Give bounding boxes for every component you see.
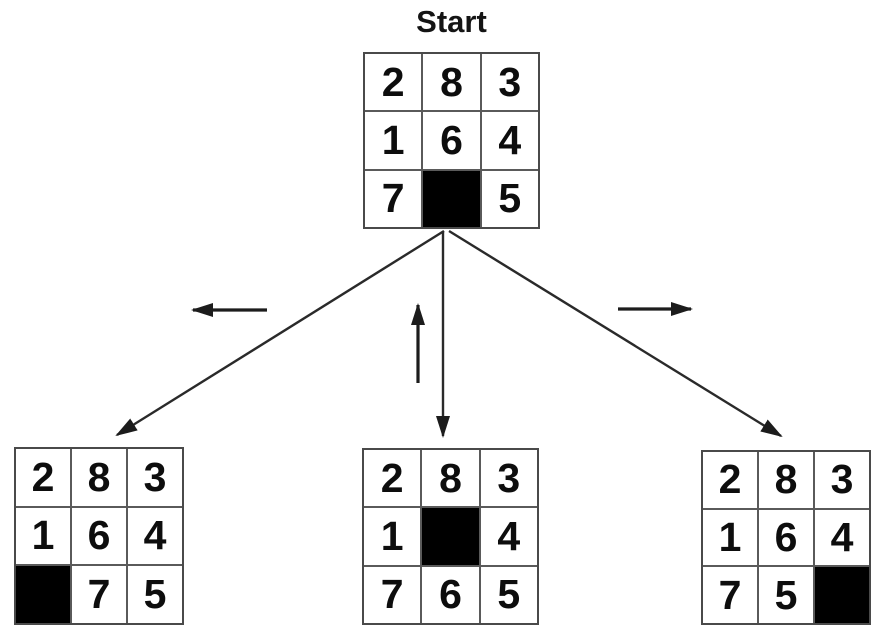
tile-2: 2 [365, 54, 422, 111]
tile-7: 7 [72, 566, 126, 623]
start-label: Start [416, 4, 487, 39]
tile-3: 3 [480, 450, 537, 507]
blank-tile [422, 508, 479, 565]
tile-3: 3 [815, 452, 869, 508]
blank-tile [16, 566, 70, 623]
tile-5: 5 [759, 567, 813, 623]
tile-7: 7 [364, 566, 421, 623]
tile-6: 6 [72, 507, 126, 565]
tile-3: 3 [128, 449, 182, 506]
tile-1: 1 [364, 508, 421, 565]
tile-6: 6 [423, 112, 480, 169]
tile-5: 5 [480, 566, 537, 623]
blank-tile [815, 567, 869, 623]
tile-7: 7 [703, 567, 757, 623]
tile-1: 1 [16, 507, 70, 565]
branch-arrow-to-left-child [115, 229, 445, 437]
tile-2: 2 [16, 449, 70, 506]
tile-3: 3 [481, 54, 538, 111]
branch-arrow-to-right-child [448, 229, 783, 438]
tile-5: 5 [128, 566, 182, 623]
tile-6: 6 [422, 566, 479, 623]
tile-6: 6 [759, 509, 813, 566]
tile-7: 7 [365, 170, 422, 227]
tile-1: 1 [365, 112, 422, 169]
tile-2: 2 [364, 450, 421, 507]
tile-8: 8 [423, 54, 480, 111]
tile-8: 8 [422, 450, 479, 507]
tile-8: 8 [72, 449, 126, 506]
blank-tile [423, 170, 480, 227]
tile-4: 4 [815, 509, 869, 566]
tile-4: 4 [480, 508, 537, 565]
tile-1: 1 [703, 509, 757, 566]
tile-8: 8 [759, 452, 813, 508]
tile-4: 4 [481, 112, 538, 169]
tile-5: 5 [481, 170, 538, 227]
tile-4: 4 [128, 507, 182, 565]
tile-2: 2 [703, 452, 757, 508]
